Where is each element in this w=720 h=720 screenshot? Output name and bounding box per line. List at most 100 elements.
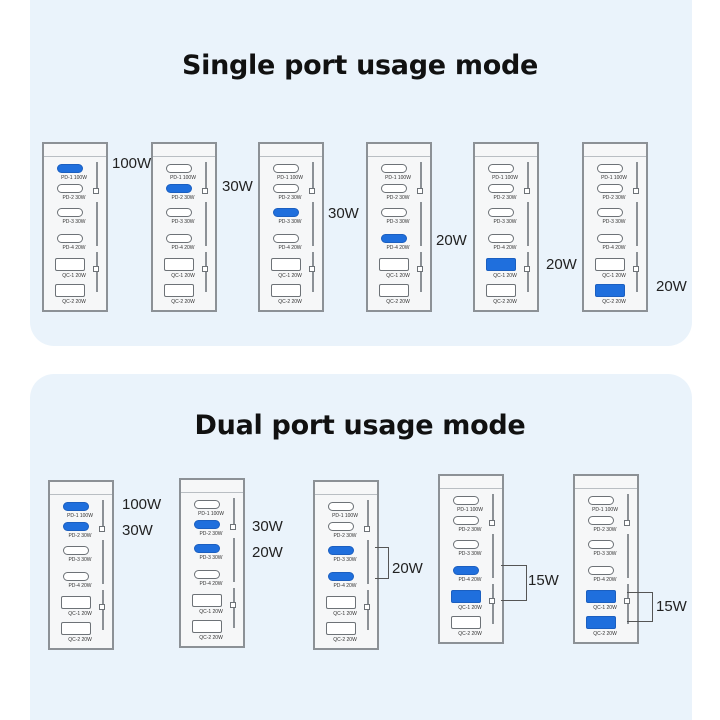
charger-top-cap xyxy=(440,476,502,489)
port-pd1 xyxy=(588,496,614,505)
port-group-line xyxy=(233,588,235,628)
port-group-line xyxy=(102,590,104,630)
port-group-switch xyxy=(99,526,105,532)
port-group-switch xyxy=(93,188,99,194)
port-group-line xyxy=(102,500,104,532)
port-qc2 xyxy=(61,622,91,635)
port-pd3 xyxy=(488,208,514,217)
port-label-qc2: QC-2 20W xyxy=(278,299,302,305)
port-qc1 xyxy=(192,594,222,607)
port-pd1 xyxy=(273,164,299,173)
wattage-label: 30W xyxy=(252,518,283,535)
wattage-label: 20W xyxy=(392,560,423,577)
port-qc1-active xyxy=(486,258,516,271)
port-label-pd4: PD-4 20W xyxy=(386,245,410,251)
dual-port-title: Dual port usage mode xyxy=(194,410,526,441)
port-pd2-active xyxy=(194,520,220,529)
charger-top-cap xyxy=(50,482,112,495)
port-pd1 xyxy=(166,164,192,173)
port-label-qc2: QC-2 20W xyxy=(171,299,195,305)
port-qc1 xyxy=(55,258,85,271)
charger-top-cap xyxy=(584,144,646,157)
port-qc2 xyxy=(451,616,481,629)
port-pd4-active xyxy=(453,566,479,575)
port-qc1 xyxy=(271,258,301,271)
port-label-qc1: QC-1 20W xyxy=(593,605,617,611)
port-label-pd1: PD-1 100W xyxy=(198,511,224,517)
port-label-qc1: QC-1 20W xyxy=(199,609,223,615)
port-pd1 xyxy=(488,164,514,173)
charger-top-cap xyxy=(44,144,106,157)
port-label-pd2: PD-2 30W xyxy=(593,527,617,533)
port-pd2 xyxy=(328,522,354,531)
port-group-switch xyxy=(93,266,99,272)
port-pd1 xyxy=(597,164,623,173)
port-group-line xyxy=(527,202,529,246)
port-label-qc1: QC-1 20W xyxy=(333,611,357,617)
port-label-pd2: PD-2 30W xyxy=(68,533,92,539)
port-label-pd3: PD-3 30W xyxy=(458,551,482,557)
port-qc2-active xyxy=(586,616,616,629)
port-label-qc1: QC-1 20W xyxy=(602,273,626,279)
wattage-label: 30W xyxy=(222,178,253,195)
port-label-pd1: PD-1 100W xyxy=(385,175,411,181)
port-label-pd1: PD-1 100W xyxy=(457,507,483,513)
port-label-qc2: QC-2 20W xyxy=(602,299,626,305)
port-label-qc2: QC-2 20W xyxy=(593,631,617,637)
port-group-line xyxy=(527,162,529,194)
port-pd1-active xyxy=(57,164,83,173)
port-qc1-active xyxy=(586,590,616,603)
port-label-pd3: PD-3 30W xyxy=(386,219,410,225)
port-group-line xyxy=(312,162,314,194)
wattage-label: 20W xyxy=(546,256,577,273)
port-label-pd4: PD-4 20W xyxy=(68,583,92,589)
port-pd1-active xyxy=(63,502,89,511)
port-label-qc2: QC-2 20W xyxy=(62,299,86,305)
single-port-panel xyxy=(30,0,692,346)
port-qc2 xyxy=(379,284,409,297)
port-label-pd3: PD-3 30W xyxy=(278,219,302,225)
port-group-line xyxy=(96,202,98,246)
port-group-line xyxy=(96,162,98,194)
port-label-pd2: PD-2 30W xyxy=(458,527,482,533)
port-label-pd3: PD-3 30W xyxy=(171,219,195,225)
port-group-switch xyxy=(417,266,423,272)
port-label-pd3: PD-3 30W xyxy=(493,219,517,225)
port-label-qc2: QC-2 20W xyxy=(333,637,357,643)
charger-top-cap xyxy=(153,144,215,157)
port-label-pd4: PD-4 20W xyxy=(278,245,302,251)
charger-top-cap xyxy=(181,480,243,493)
port-group-line xyxy=(636,252,638,292)
port-group-line xyxy=(627,494,629,526)
port-pd1 xyxy=(328,502,354,511)
wattage-label: 30W xyxy=(122,522,153,539)
single-port-title: Single port usage mode xyxy=(182,50,538,81)
port-label-pd4: PD-4 20W xyxy=(493,245,517,251)
port-pd2-active xyxy=(63,522,89,531)
port-pd1 xyxy=(381,164,407,173)
port-pd4-active xyxy=(381,234,407,243)
port-pd2 xyxy=(588,516,614,525)
port-group-switch xyxy=(524,266,530,272)
port-group-line xyxy=(627,534,629,578)
port-pd1 xyxy=(453,496,479,505)
port-pd1 xyxy=(194,500,220,509)
port-label-pd2: PD-2 30W xyxy=(171,195,195,201)
port-label-pd1: PD-1 100W xyxy=(592,507,618,513)
port-group-switch xyxy=(364,526,370,532)
port-label-qc1: QC-1 20W xyxy=(171,273,195,279)
port-label-pd2: PD-2 30W xyxy=(602,195,626,201)
port-label-pd3: PD-3 30W xyxy=(68,557,92,563)
port-group-line xyxy=(96,252,98,292)
wattage-label: 100W xyxy=(122,496,162,513)
port-group-switch xyxy=(202,188,208,194)
port-label-qc1: QC-1 20W xyxy=(458,605,482,611)
port-group-switch xyxy=(230,602,236,608)
port-label-pd4: PD-4 20W xyxy=(62,245,86,251)
wattage-label: 20W xyxy=(656,278,687,295)
port-group-switch xyxy=(633,266,639,272)
port-qc2 xyxy=(326,622,356,635)
